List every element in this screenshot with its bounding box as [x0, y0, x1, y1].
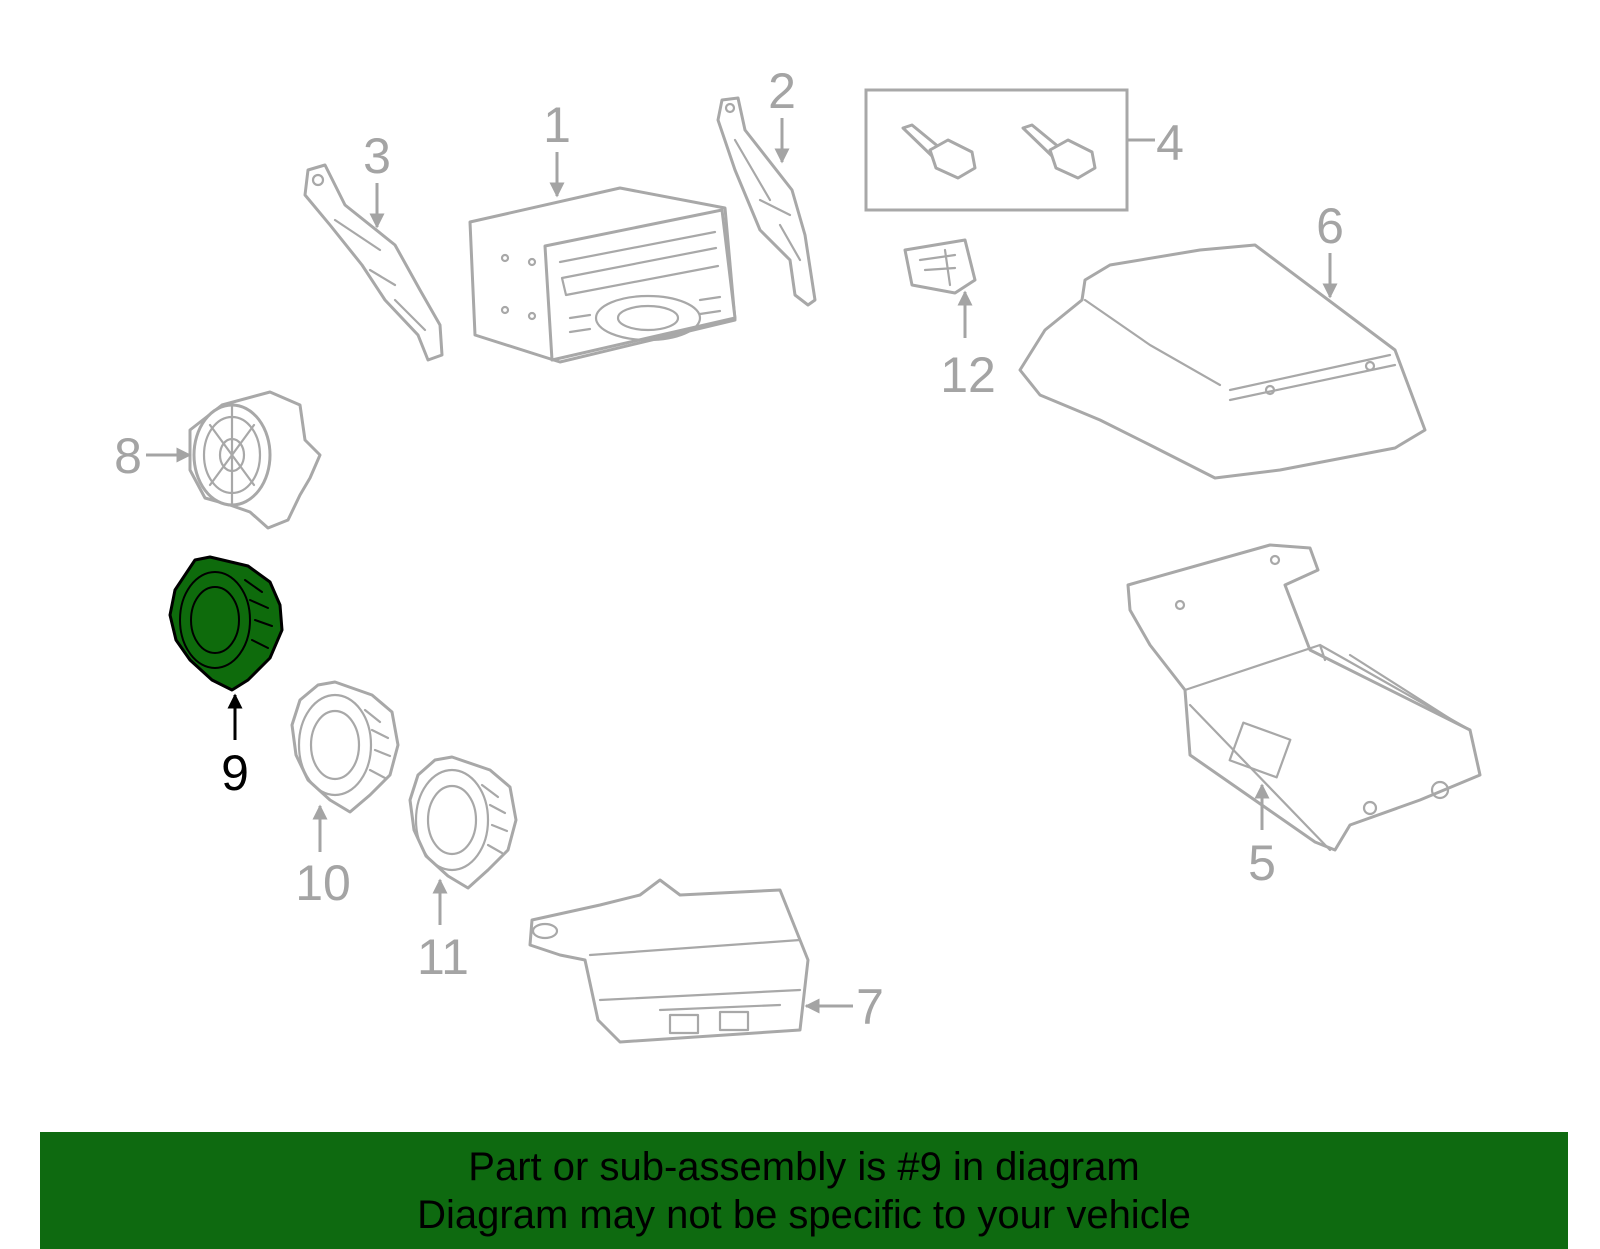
- callout-10: 10: [295, 855, 351, 911]
- amplifier-cover: [1018, 243, 1427, 480]
- radio-head-unit: [468, 186, 737, 364]
- callout-1: 1: [543, 97, 571, 153]
- connector-clip: [903, 238, 977, 295]
- callout-8: 8: [114, 428, 142, 484]
- callout-4: 4: [1156, 115, 1184, 171]
- speaker-9-highlighted: [168, 555, 284, 692]
- callout-2: 2: [768, 63, 796, 119]
- callout-5: 5: [1248, 835, 1276, 891]
- callout-3: 3: [363, 128, 391, 184]
- banner-line-1: Part or sub-assembly is #9 in diagram: [468, 1145, 1140, 1189]
- right-mount-bracket: [716, 96, 817, 307]
- bolts-kit: [864, 88, 1129, 212]
- left-mount-bracket: [303, 163, 444, 362]
- callout-7: 7: [856, 979, 884, 1035]
- speaker-10: [290, 680, 400, 814]
- callout-9: 9: [221, 745, 249, 801]
- control-module: [528, 878, 810, 1044]
- callout-11: 11: [417, 929, 469, 985]
- amplifier-unit: [1126, 543, 1482, 852]
- callout-12: 12: [940, 347, 996, 403]
- banner-line-2: Diagram may not be specific to your vehi…: [417, 1193, 1191, 1237]
- callout-6: 6: [1316, 198, 1344, 254]
- speaker-8: [188, 390, 322, 530]
- info-banner: Part or sub-assembly is #9 in diagram Di…: [40, 1132, 1568, 1249]
- speaker-11: [408, 755, 518, 890]
